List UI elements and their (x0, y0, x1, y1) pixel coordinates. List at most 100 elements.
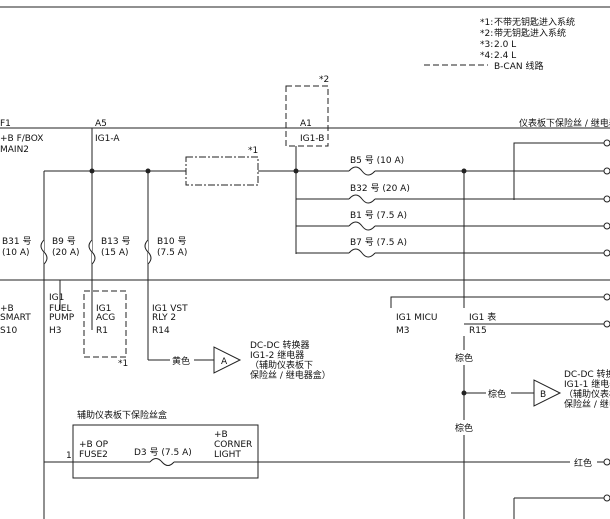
connector-b-line3: （辅助仪表板下 (564, 388, 610, 400)
aux-corner-line3: LIGHT (214, 450, 241, 460)
connector-a-line2: IG1-2 继电器 (250, 349, 304, 361)
fuse-label: B1 号 (7.5 A) (350, 210, 407, 221)
output-label: PUMP (49, 313, 75, 323)
fuse-label: B13 号 (101, 236, 131, 247)
legend-key-1: *1: (480, 18, 493, 28)
output-label: IG1 MICU (396, 313, 438, 323)
output-label: IG1 (49, 293, 64, 303)
legend-text-1: 不带无钥匙进入系统 (494, 16, 575, 28)
legend-text-3: 2.0 L (494, 40, 516, 50)
connector-b-line1: DC-DC 转换器 (564, 368, 610, 380)
brown-label-upper: 棕色 (455, 352, 473, 364)
fuse-label: B32 号 (20 A) (350, 183, 410, 194)
right-bracket-upper (513, 142, 604, 200)
legend-text-4: 2.4 L (494, 51, 516, 61)
fuse-symbol (88, 239, 96, 265)
connector-pin (603, 458, 610, 466)
output-label: +B (0, 304, 14, 314)
wire-color-red: 红色 (574, 457, 592, 469)
output-pin: R1 (96, 326, 108, 336)
a1-label: A1 (300, 119, 312, 129)
connector-b-line4: 保险丝 / 继电器盒） (564, 398, 610, 410)
output-vst: IG1 VST RLY 2 R14 (152, 304, 188, 336)
aux-op-line1: +B OP (79, 440, 109, 450)
wire-color-brown: 棕色 (488, 388, 506, 400)
connector-a-line4: 保险丝 / 继电器盒） (250, 369, 331, 381)
right-fuse-b5: B5 号 (10 A) (348, 155, 604, 176)
legend-text-2: 带无钥匙进入系统 (494, 27, 566, 39)
f1-line1: +B F/BOX (0, 134, 43, 144)
a1-name: IG1-B (300, 134, 324, 144)
output-label: IG1 表 (469, 311, 496, 323)
left-fuse-b13: B13 号 (15 A) (88, 236, 131, 265)
output-label: FUEL (49, 304, 71, 314)
connector-pin (603, 494, 610, 502)
output-pin: R14 (152, 326, 170, 336)
output-pin: S10 (0, 326, 17, 336)
connector-a-line1: DC-DC 转换器 (250, 339, 310, 351)
f1-line2: MAIN2 (0, 145, 29, 155)
fuse-symbol (348, 166, 376, 176)
connector-b-letter: B (540, 390, 546, 400)
right-fuse-b32: B32 号 (20 A) (296, 183, 604, 204)
fuse-symbol (149, 458, 175, 466)
connector-pin (603, 293, 610, 301)
output-pin: H3 (49, 326, 62, 336)
connector-pin (603, 139, 610, 147)
output-meter: IG1 表 R15 (469, 311, 496, 336)
connector-pin (603, 222, 610, 230)
output-pin: R15 (469, 326, 487, 336)
right-fuse-box-label: 仪表板下保险丝 / 继电器 (519, 117, 610, 129)
fuse-label: B31 号 (2, 236, 32, 247)
aux-box-outline (72, 424, 259, 479)
output-acg: IG1 ACG R1 *1 (83, 290, 128, 369)
output-label: ACG (96, 313, 115, 323)
connector-pin (603, 167, 610, 175)
aux-box-title: 辅助仪表板下保险丝盒 (77, 409, 167, 421)
connector-pin (603, 249, 610, 257)
right-fuse-b7: B7 号 (7.5 A) (296, 237, 604, 258)
micu-wire (390, 296, 604, 308)
fuse-label: (15 A) (101, 248, 129, 258)
legend-key-4: *4: (480, 51, 493, 61)
connector-a-letter: A (221, 357, 228, 367)
junction-dot (293, 168, 299, 174)
fuse-label: B7 号 (7.5 A) (350, 237, 407, 248)
aux-fuse-box: 辅助仪表板下保险丝盒 1 +B OP FUSE2 +B CORNER LIGHT… (44, 409, 570, 479)
legend-key-3: *3: (480, 40, 493, 50)
aux-op-line2: FUSE2 (79, 450, 108, 460)
output-label: IG1 VST (152, 304, 188, 314)
fuse-label: (20 A) (52, 248, 80, 258)
fuse-symbol (348, 221, 376, 231)
wire-color-yellow: 黄色 (172, 355, 190, 367)
fuse-symbol (144, 239, 152, 265)
brown-label-lower: 棕色 (455, 422, 473, 434)
fuse-label: (10 A) (2, 248, 30, 258)
aux-fuse-label: D3 号 (7.5 A) (134, 447, 192, 458)
output-pin: M3 (396, 326, 410, 336)
connector-a-line3: （辅助仪表板下 (250, 359, 313, 371)
left-fuse-b10: B10 号 (7.5 A) (144, 236, 187, 265)
output-fuel-pump: IG1 FUEL PUMP H3 (49, 293, 75, 336)
a5-label: A5 (95, 119, 107, 129)
fuse-label: (7.5 A) (157, 248, 187, 258)
connector-b-line2: IG1-1 继电器 (564, 378, 610, 390)
output-label: RLY 2 (152, 313, 176, 323)
output-micu: IG1 MICU M3 (396, 313, 438, 336)
fuse-label: B9 号 (52, 236, 76, 247)
star2-dashed-box (285, 85, 329, 147)
star1-mark-lower: *1 (118, 359, 128, 369)
star1-dashdot-box (185, 156, 259, 186)
connector-pin (603, 320, 610, 328)
star2-mark: *2 (319, 75, 329, 85)
output-smart: +B SMART S10 (0, 304, 31, 336)
aux-box-pin: 1 (66, 451, 72, 461)
fuse-label: B5 号 (10 A) (350, 155, 404, 166)
aux-corner-line1: +B (214, 430, 228, 440)
star1-mark-top: *1 (248, 146, 258, 156)
fuse-symbol (348, 248, 376, 258)
aux-corner-line2: CORNER (214, 440, 252, 450)
left-fuse-b31: B31 号 (10 A) (2, 236, 48, 265)
star1-dashed-box (83, 290, 127, 358)
